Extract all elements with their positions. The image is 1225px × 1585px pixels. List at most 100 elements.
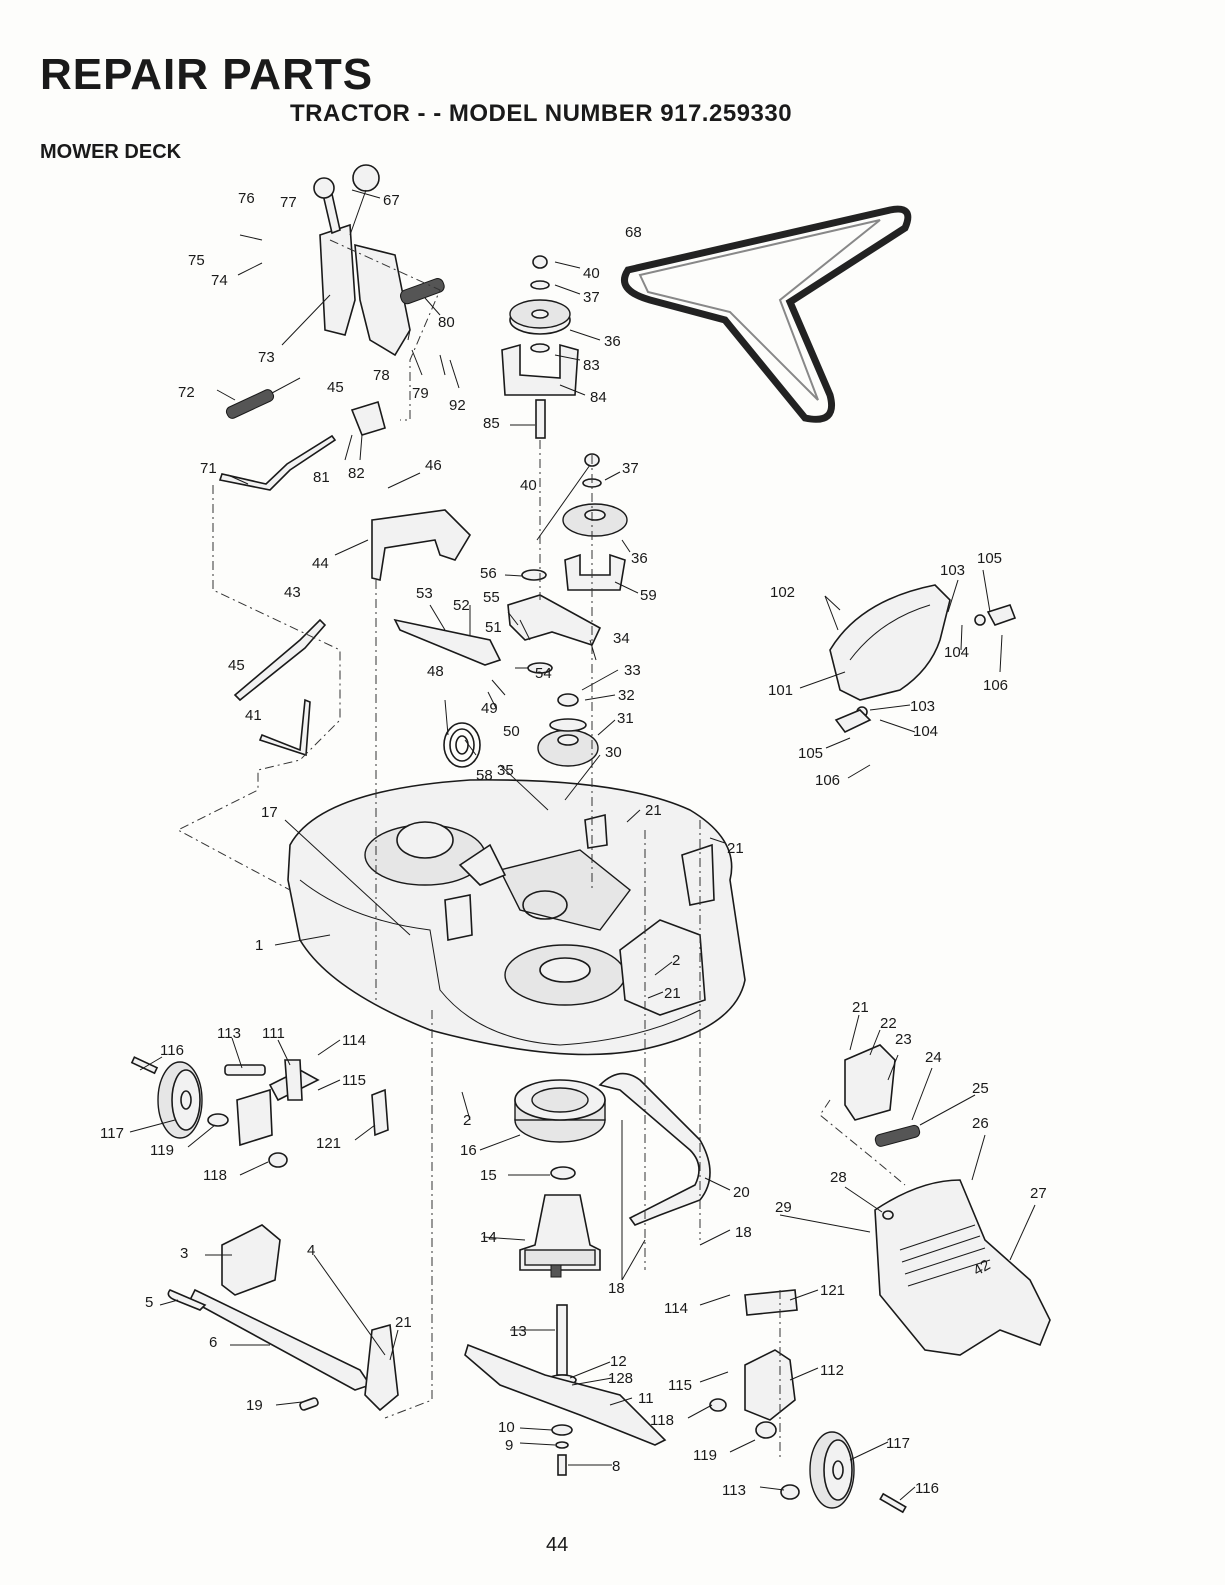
callout-56: 56 <box>480 565 497 582</box>
callout-10: 10 <box>498 1419 515 1436</box>
callout-36-top: 36 <box>604 333 621 350</box>
callout-118-left: 118 <box>203 1167 227 1184</box>
callout-45-left: 45 <box>228 657 245 674</box>
arm-43 <box>233 618 327 702</box>
callout-labels: 76 77 67 75 74 73 80 78 79 92 45 72 81 8… <box>100 190 1047 1499</box>
callout-77: 77 <box>280 194 297 211</box>
callout-25: 25 <box>972 1080 989 1097</box>
callout-54: 54 <box>535 665 552 682</box>
callout-13: 13 <box>510 1323 527 1340</box>
washer-56 <box>521 569 547 581</box>
callout-58: 58 <box>476 767 493 784</box>
callout-44: 44 <box>312 555 329 572</box>
page-title: REPAIR PARTS <box>40 50 374 99</box>
bracket-82 <box>350 400 386 436</box>
discharge-chute-27: 42 <box>874 1179 1051 1356</box>
callout-121-right: 121 <box>820 1282 845 1299</box>
rod-71 <box>218 434 337 491</box>
callout-4: 4 <box>307 1242 315 1259</box>
callout-28: 28 <box>830 1169 847 1186</box>
callout-103-top: 103 <box>940 562 965 579</box>
mower-deck <box>287 779 746 1056</box>
pulley-36-lower <box>562 453 628 591</box>
callout-21-e: 21 <box>395 1314 412 1331</box>
callout-19: 19 <box>246 1397 263 1414</box>
link-41 <box>258 698 311 757</box>
callout-37-top: 37 <box>583 289 600 306</box>
callout-22: 22 <box>880 1015 897 1032</box>
callout-117-right: 117 <box>886 1435 910 1452</box>
callout-118-right: 118 <box>650 1412 674 1429</box>
callout-104-top: 104 <box>944 644 969 661</box>
callout-3: 3 <box>180 1245 188 1262</box>
callout-115-left: 115 <box>342 1072 366 1089</box>
callout-116-right: 116 <box>915 1480 939 1497</box>
callout-27: 27 <box>1030 1185 1047 1202</box>
callout-55: 55 <box>483 589 500 606</box>
callout-106-bottom: 106 <box>815 772 840 789</box>
callout-48: 48 <box>427 663 444 680</box>
callout-115-right: 115 <box>668 1377 692 1394</box>
callout-1: 1 <box>255 937 263 954</box>
callout-78: 78 <box>373 367 390 384</box>
rod-29 <box>779 1214 871 1233</box>
washer-10 <box>551 1424 573 1436</box>
callout-112: 112 <box>820 1362 844 1379</box>
callout-72: 72 <box>178 384 195 401</box>
spring-72 <box>225 377 301 419</box>
callout-43: 43 <box>284 584 301 601</box>
callout-102: 102 <box>770 584 795 601</box>
callout-18-right: 18 <box>735 1224 752 1241</box>
spring-80 <box>400 278 445 305</box>
callout-29: 29 <box>775 1199 792 1216</box>
callout-6: 6 <box>209 1334 217 1351</box>
callout-113-right: 113 <box>722 1482 746 1499</box>
callout-11: 11 <box>638 1390 654 1407</box>
callout-20: 20 <box>733 1184 750 1201</box>
callout-74: 74 <box>211 272 228 289</box>
pulley-31 <box>537 693 599 767</box>
callout-21-a: 21 <box>645 802 662 819</box>
chute-bracket-22 <box>844 1044 921 1147</box>
bearing-15 <box>550 1166 576 1180</box>
callout-30: 30 <box>605 744 622 761</box>
callout-51: 51 <box>485 619 502 636</box>
callout-31: 31 <box>617 710 634 727</box>
callout-128: 128 <box>608 1370 633 1387</box>
lift-bracket <box>313 164 411 357</box>
callout-9: 9 <box>505 1437 513 1454</box>
arm-53 <box>393 618 502 666</box>
spindle-16-housing <box>514 1079 606 1143</box>
idler-arm-55 <box>507 594 602 646</box>
shaft-13 <box>547 1304 577 1386</box>
callout-41: 41 <box>245 707 262 724</box>
callout-23: 23 <box>895 1031 912 1048</box>
callout-105-bottom: 105 <box>798 745 823 762</box>
assembly-guidelines <box>176 239 906 1460</box>
callout-111: 111 <box>262 1025 285 1042</box>
callout-119-right: 119 <box>693 1447 717 1464</box>
baffle-20 <box>598 1072 711 1226</box>
callout-24: 24 <box>925 1049 942 1066</box>
callout-2-bottom: 2 <box>463 1112 471 1129</box>
callout-26: 26 <box>972 1115 989 1132</box>
callout-34: 34 <box>613 630 630 647</box>
leader-lines <box>129 189 1036 1501</box>
washer-9 <box>555 1441 569 1449</box>
callout-2-top: 2 <box>672 952 680 969</box>
bolt-8 <box>557 1454 567 1476</box>
callout-36-mid: 36 <box>631 550 648 567</box>
callout-73: 73 <box>258 349 275 366</box>
belt <box>621 205 912 423</box>
callout-59: 59 <box>640 587 657 604</box>
callout-37-mid: 37 <box>622 460 639 477</box>
callout-80: 80 <box>438 314 455 331</box>
callout-32: 32 <box>618 687 635 704</box>
callout-21-c: 21 <box>664 985 681 1002</box>
front-hanger-6 <box>167 1224 399 1412</box>
callout-114-left: 114 <box>342 1032 366 1049</box>
callout-103-bottom: 103 <box>910 698 935 715</box>
callout-76: 76 <box>238 190 255 207</box>
callout-113-left: 113 <box>217 1025 241 1042</box>
